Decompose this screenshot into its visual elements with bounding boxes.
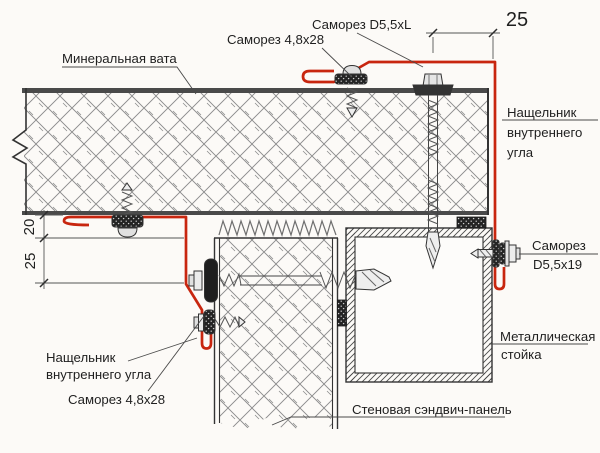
leader-lines: [62, 32, 598, 426]
dimension-lines: [35, 32, 500, 289]
dimension-top-25: 25: [506, 9, 528, 31]
leader-wall-panel: [271, 416, 505, 426]
leader-screw-top-small: [321, 47, 353, 78]
label-flashing-right-line2: внутреннего: [507, 125, 582, 140]
screw-threads: [345, 87, 359, 109]
screw-threads-lower: [426, 179, 440, 225]
post-right-wall: [483, 228, 492, 382]
seal-pad-top: [456, 216, 487, 229]
screw-tip: [238, 315, 246, 329]
post-left-wall: [346, 228, 355, 382]
screw-head-dome: [342, 64, 362, 75]
screw-washer-outer: [492, 239, 500, 268]
screw-right-short: [470, 239, 521, 268]
screw-washer-inner: [499, 242, 506, 265]
leader-screw-bottom-small: [147, 315, 205, 392]
screw-threads: [214, 315, 240, 329]
screw-vertical-long: [412, 73, 454, 270]
dim-tick: [39, 278, 49, 288]
panel-left-break-edge: [11, 88, 29, 215]
screw-washer: [203, 309, 216, 335]
post-bottom-wall: [346, 373, 492, 382]
screw-head-flange: [193, 270, 203, 291]
joint-seal-zigzag: [218, 219, 337, 237]
screw-drill-flutes: [361, 269, 385, 287]
screw-bottom-small: [193, 309, 246, 335]
label-wall-panel: Стеновая сэндвич-панель: [352, 402, 512, 417]
leader-screw-top-long: [356, 32, 424, 68]
post-top-wall: [346, 228, 492, 237]
screw-horizontal-long: [188, 258, 392, 303]
dimension-overlap-25: 25: [22, 253, 39, 270]
dim-tick: [39, 210, 49, 220]
screw-seal-washer: [204, 258, 218, 303]
horizontal-sandwich-panel: [11, 88, 489, 215]
label-metal-post-line2: стойка: [501, 347, 542, 362]
screw-washer: [111, 214, 144, 228]
screw-drill-flutes: [428, 237, 437, 263]
dim-tick: [428, 28, 438, 38]
panel-insulation-hatch: [24, 93, 488, 211]
screw-tip: [121, 182, 133, 191]
dim-tick: [39, 233, 49, 243]
metal-post: [345, 227, 493, 383]
screw-head-end: [515, 247, 521, 260]
screw-threads-upper: [426, 99, 440, 157]
label-flashing-right-line1: Нащельник: [507, 105, 577, 120]
post-inner-outline: [354, 236, 484, 374]
label-metal-post-line1: Металлическая: [500, 329, 595, 344]
label-screw-right-line2: D5,5x19: [533, 257, 582, 272]
screw-threads-tip: [319, 270, 357, 290]
dimension-ticks: [39, 28, 498, 288]
screw-threads: [120, 191, 134, 216]
label-mineral-wool: Минеральная вата: [62, 51, 177, 66]
panel-top-skin: [22, 88, 488, 93]
leader-flashing-left: [127, 337, 198, 362]
screw-under-panel: [111, 182, 144, 238]
label-flashing-right-line3: угла: [507, 145, 534, 160]
dimension-gap-20: 20: [21, 219, 38, 236]
label-screw-top-long: Саморез D5,5xL: [312, 17, 411, 32]
screw-hex-head: [508, 244, 517, 263]
screw-head-dome: [117, 227, 138, 238]
panel-bottom-skin: [22, 211, 488, 215]
seal-pad-side: [337, 299, 347, 327]
screw-hex-head: [422, 73, 444, 87]
wall-sandwich-panel: [213, 237, 339, 433]
screw-tip: [346, 107, 358, 119]
flashing-inner-corner: [62, 215, 213, 350]
screw-seal-washer: [412, 84, 454, 96]
screw-drill-flutes: [479, 249, 493, 258]
label-screw-top-small: Саморез 4,8х28: [227, 32, 324, 47]
label-screw-right-line1: Саморез: [532, 238, 586, 253]
screw-head-flange: [504, 240, 510, 267]
label-flashing-left-line2: внутреннего угла: [46, 367, 152, 382]
label-screw-bottom-small: Саморез 4,8х28: [68, 392, 165, 407]
screw-washer: [334, 73, 368, 85]
flashing-outer-corner: [301, 60, 506, 291]
dim-tick: [488, 28, 498, 38]
label-flashing-left-line1: Нащельник: [46, 350, 116, 365]
screw-threads-near: [218, 272, 242, 288]
leader-mineral-wool: [62, 66, 197, 95]
screw-drill-tip: [425, 231, 441, 270]
wall-panel-insulation-hatch: [220, 238, 332, 433]
